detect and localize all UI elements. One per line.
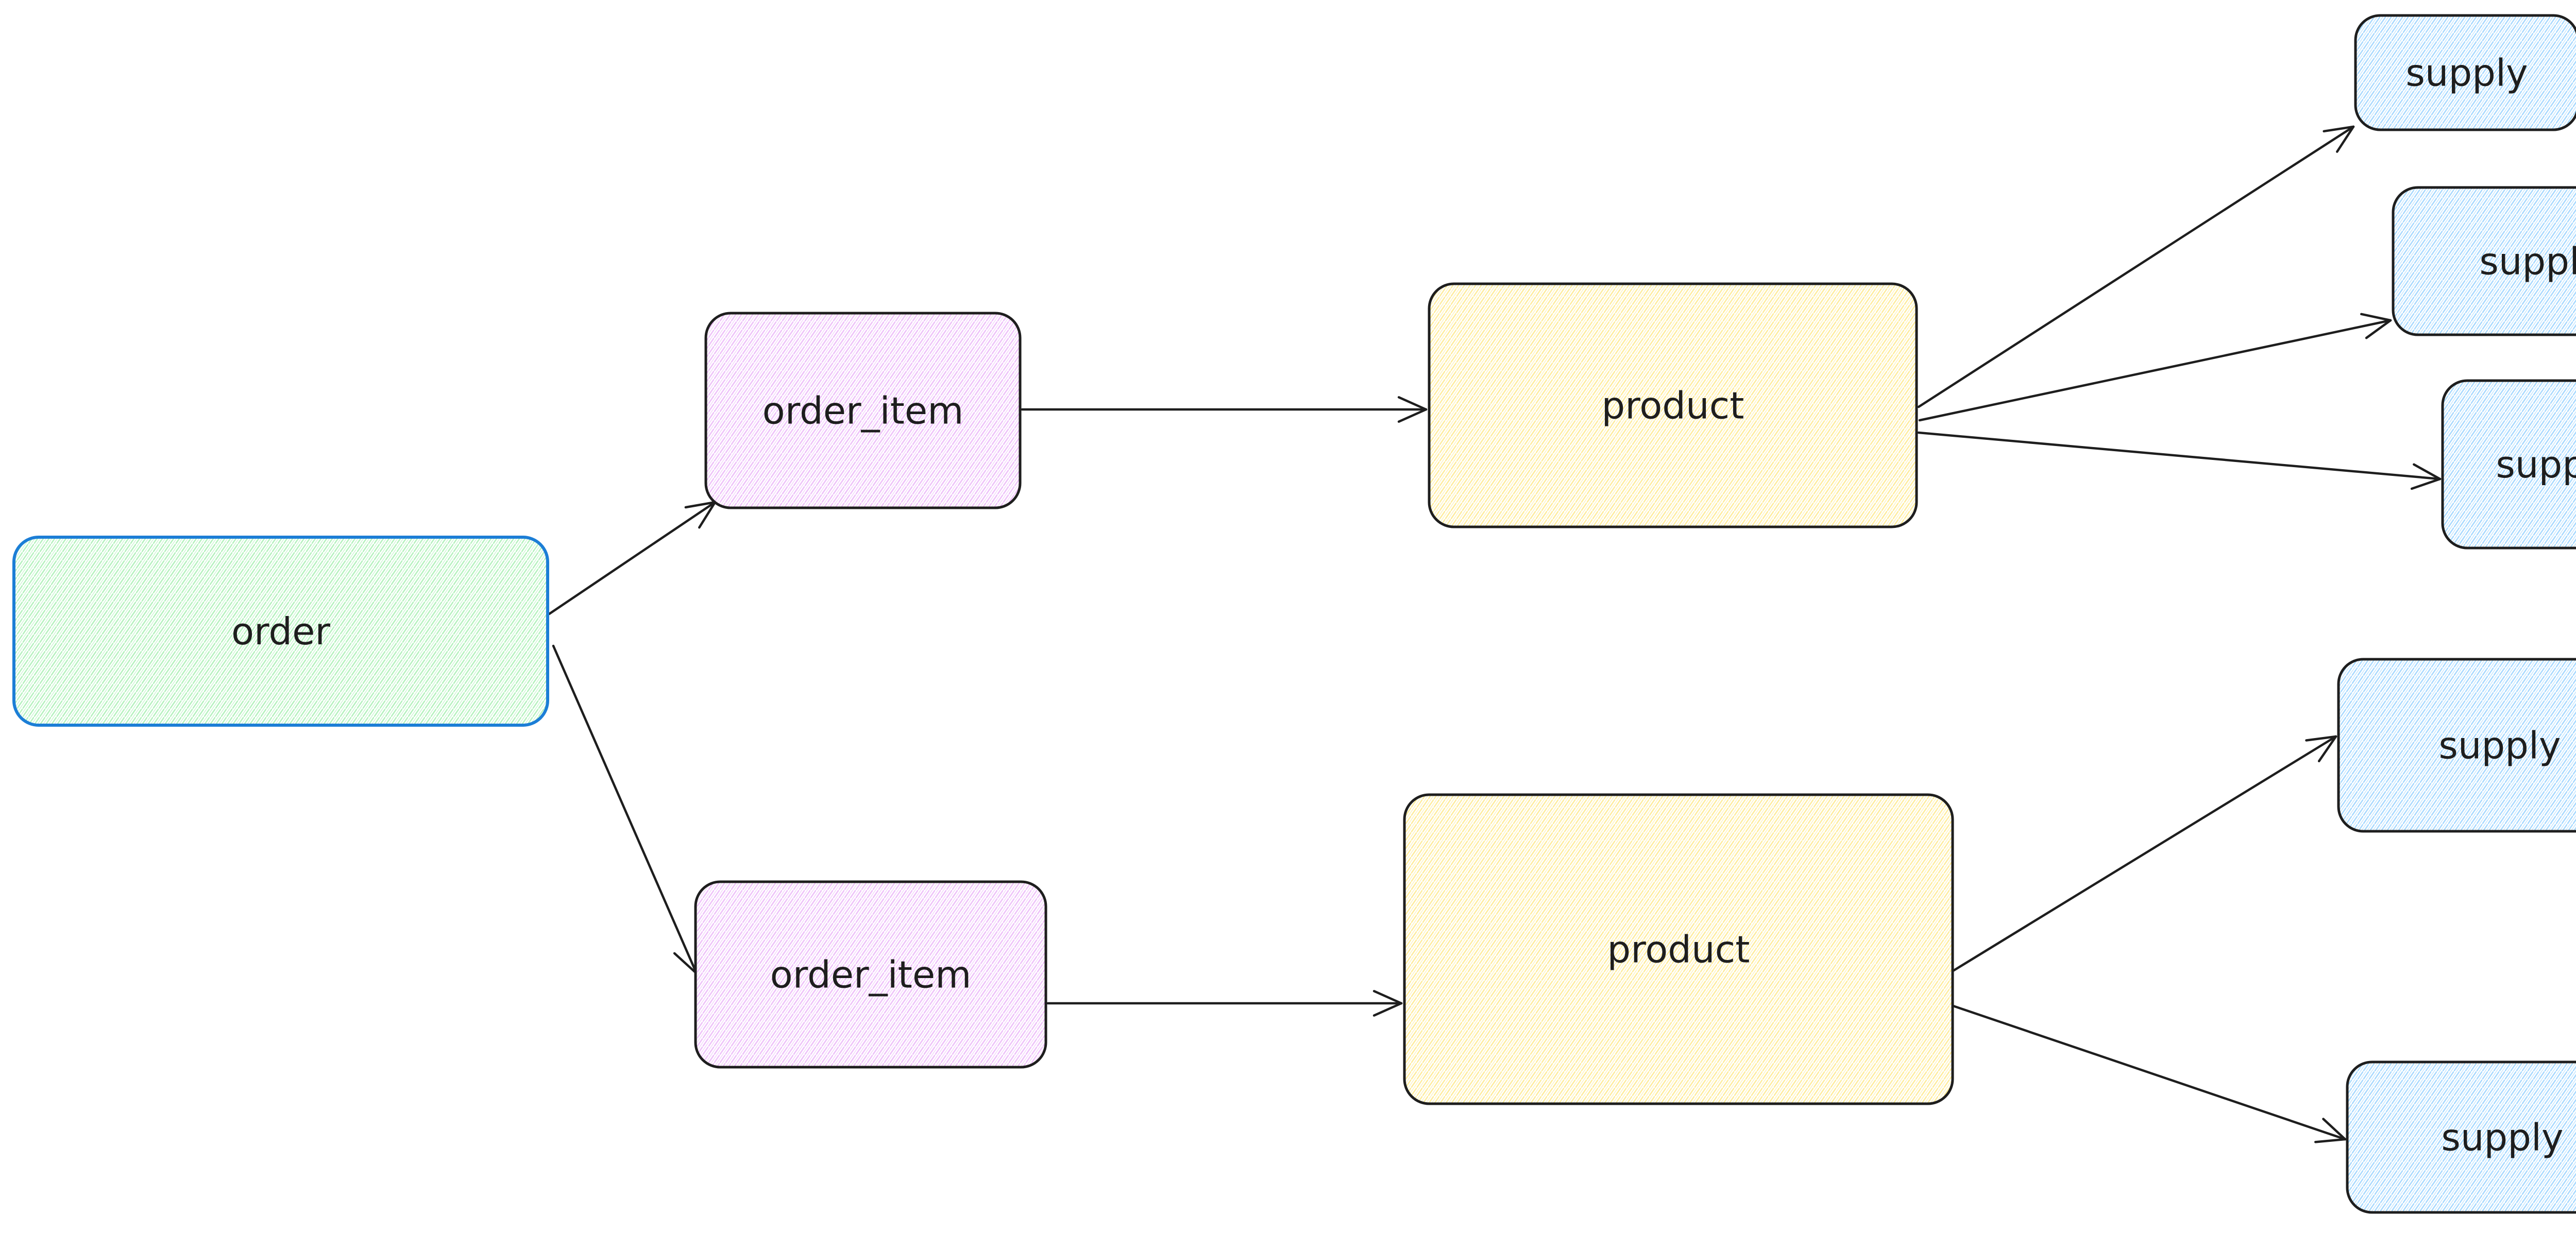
node-supply-2[interactable]: supply: [2392, 186, 2576, 336]
arrowhead-stroke: [698, 501, 717, 529]
node-product-bottom[interactable]: product: [1403, 793, 1954, 1105]
edge-order-to-order-item-bottom[interactable]: [552, 644, 698, 975]
edge-product-top-to-supply-3[interactable]: [1917, 431, 2442, 490]
edge-line: [1918, 319, 2392, 422]
node-label: supply: [2479, 240, 2576, 283]
arrowhead-stroke: [1397, 408, 1428, 423]
node-label: product: [1602, 384, 1744, 427]
edge-product-bottom-to-supply-5[interactable]: [1950, 1004, 2347, 1143]
edge-product-top-to-supply-2[interactable]: [1918, 313, 2392, 422]
arrowhead-stroke: [673, 952, 698, 975]
node-order-item-bottom[interactable]: order_item: [694, 880, 1047, 1069]
node-supply-3[interactable]: supply: [2441, 379, 2576, 550]
arrowhead-stroke: [2322, 1118, 2347, 1141]
node-product-top[interactable]: product: [1428, 282, 1918, 528]
edge-line: [1917, 125, 2355, 408]
nodes-layer: orderorder_itemproductsupplysupplysupply…: [12, 14, 2576, 1214]
node-label: supply: [2438, 724, 2561, 767]
edge-order-to-order-item-top[interactable]: [548, 501, 717, 615]
edge-line: [552, 644, 698, 975]
node-rect: [2392, 186, 2576, 336]
edge-line: [1949, 735, 2337, 974]
node-rect: [704, 312, 1022, 509]
node-rect: [12, 536, 549, 727]
edge-order-item-bottom-to-product-bottom[interactable]: [1046, 990, 1403, 1017]
node-rect: [2441, 379, 2576, 550]
node-label: supply: [2441, 1116, 2563, 1159]
arrowhead-stroke: [2365, 319, 2392, 339]
node-rect: [2337, 658, 2576, 833]
node-label: order: [231, 610, 330, 653]
arrowhead-stroke: [2305, 735, 2337, 742]
edge-product-top-to-supply-1[interactable]: [1917, 125, 2355, 408]
arrowhead-stroke: [2410, 477, 2442, 490]
node-rect: [694, 880, 1047, 1069]
node-supply-4[interactable]: supply: [2337, 658, 2576, 833]
arrowhead-stroke: [1372, 990, 1403, 1005]
node-order-item-top[interactable]: order_item: [704, 312, 1022, 509]
node-label: supply: [2496, 443, 2576, 486]
arrowhead-stroke: [2413, 463, 2442, 481]
node-rect: [2346, 1060, 2576, 1214]
edges-layer: [548, 125, 2442, 1143]
edge-line: [1917, 431, 2442, 481]
arrowhead-stroke: [684, 501, 717, 509]
node-order[interactable]: order: [12, 536, 549, 727]
edge-order-item-top-to-product-top[interactable]: [1021, 396, 1428, 423]
arrowhead-stroke: [1372, 1002, 1403, 1017]
node-rect: [1428, 282, 1918, 528]
node-supply-5[interactable]: supply: [2346, 1060, 2576, 1214]
arrowhead-stroke: [2360, 313, 2392, 322]
node-label: order_item: [770, 953, 972, 997]
arrowhead-stroke: [2336, 125, 2355, 153]
node-label: order_item: [762, 389, 964, 433]
node-supply-1[interactable]: supply: [2354, 14, 2576, 131]
arrowhead-stroke: [2323, 125, 2355, 133]
node-label: product: [1607, 928, 1750, 971]
edge-product-bottom-to-supply-4[interactable]: [1949, 735, 2337, 974]
edge-line: [1950, 1004, 2347, 1141]
edge-line: [548, 501, 717, 615]
node-rect: [2354, 14, 2576, 131]
node-rect: [1403, 793, 1954, 1105]
node-label: supply: [2405, 52, 2528, 95]
arrowhead-stroke: [2314, 1138, 2347, 1143]
arrowhead-stroke: [2317, 735, 2337, 763]
arrowhead-stroke: [1397, 396, 1428, 411]
